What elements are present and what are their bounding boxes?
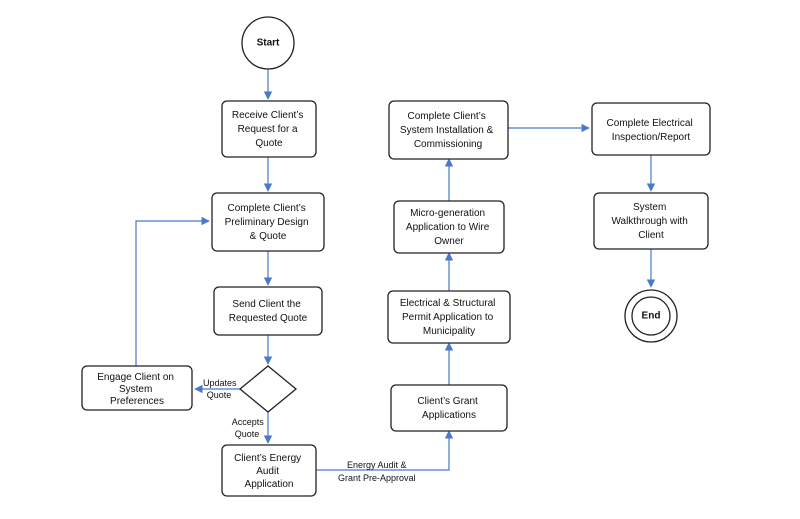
inspection-line-1: Complete Electrical xyxy=(607,118,693,129)
send-quote-line-2: Requested Quote xyxy=(229,313,308,324)
quote-decision-node xyxy=(238,365,298,413)
grant-applications-line-1: Client’s Grant xyxy=(417,396,478,407)
arrow-audit-to-grant xyxy=(316,430,454,471)
walkthrough-line-3: Client xyxy=(638,230,664,241)
walkthrough-line-1: System xyxy=(633,202,666,213)
permit-application-node: Electrical & Structural Permit Applicati… xyxy=(387,290,511,344)
updates-quote-line-1: Updates xyxy=(203,378,237,388)
svg-text:Engage Client on System: Engage Client on System Preferences xyxy=(97,372,177,407)
audit-preapproval-label: Energy Audit & Grant Pre-Approval xyxy=(338,460,416,483)
accepts-quote-line-1: Accepts xyxy=(232,417,265,427)
accepts-quote-line-2: Quote xyxy=(235,429,260,439)
microgeneration-node: Micro-generation Application to Wire Own… xyxy=(393,200,505,254)
svg-text:Receive Client’s Request: Receive Client’s Request for a Quote xyxy=(232,110,306,149)
arrow-engage-to-design xyxy=(135,216,210,366)
receive-request-line-3: Quote xyxy=(255,138,283,149)
permit-application-line-2: Permit Application to xyxy=(402,312,494,323)
end-node: End xyxy=(624,289,678,343)
end-label: End xyxy=(642,311,661,322)
start-node: Start xyxy=(241,16,295,70)
audit-preapproval-line-2: Grant Pre-Approval xyxy=(338,473,416,483)
svg-text:Client’s Energy Audit: Client’s Energy Audit Application xyxy=(234,453,304,490)
walkthrough-line-2: Walkthrough with xyxy=(611,216,687,227)
receive-request-line-2: Request for a xyxy=(238,124,298,135)
energy-audit-line-2: Audit xyxy=(256,466,279,477)
receive-request-node: Receive Client’s Request for a Quote xyxy=(221,100,317,158)
updates-quote-line-2: Quote xyxy=(207,390,232,400)
updates-quote-label: Updates Quote xyxy=(203,378,239,400)
svg-text:Electrical & Structural: Electrical & Structural Permit Applicati… xyxy=(400,298,498,337)
energy-audit-node: Client’s Energy Audit Application xyxy=(221,444,317,497)
svg-text:Client’s Grant Applicati: Client’s Grant Applications xyxy=(417,396,480,421)
preliminary-design-line-2: Preliminary Design xyxy=(225,217,309,228)
installation-line-1: Complete Client’s xyxy=(408,111,486,122)
grant-applications-node: Client’s Grant Applications xyxy=(390,384,508,432)
engage-client-line-2: System xyxy=(119,384,152,395)
microgeneration-line-2: Application to Wire xyxy=(406,222,490,233)
start-label: Start xyxy=(257,38,280,49)
svg-text:System Walkthrough with: System Walkthrough with Client xyxy=(611,202,690,241)
send-quote-node: Send Client the Requested Quote xyxy=(213,286,323,336)
connectors xyxy=(135,69,656,471)
svg-text:Complete Client’s Prelim: Complete Client’s Preliminary Design & Q… xyxy=(225,203,312,242)
audit-preapproval-line-1: Energy Audit & xyxy=(347,460,407,470)
accepts-quote-label: Accepts Quote xyxy=(232,417,267,439)
installation-node: Complete Client’s System Installation & … xyxy=(388,100,509,160)
preliminary-design-line-1: Complete Client’s xyxy=(228,203,306,214)
microgeneration-line-1: Micro-generation xyxy=(410,208,485,219)
walkthrough-node: System Walkthrough with Client xyxy=(593,192,709,250)
energy-audit-line-1: Client’s Energy xyxy=(234,453,301,464)
receive-request-line-1: Receive Client’s xyxy=(232,110,304,121)
inspection-line-2: Inspection/Report xyxy=(612,132,691,143)
grant-applications-line-2: Applications xyxy=(422,410,476,421)
inspection-node: Complete Electrical Inspection/Report xyxy=(591,102,711,156)
engage-client-node: Engage Client on System Preferences xyxy=(81,365,193,411)
energy-audit-line-3: Application xyxy=(245,479,294,490)
permit-application-line-3: Municipality xyxy=(423,326,475,337)
preliminary-design-line-3: & Quote xyxy=(250,231,287,242)
microgeneration-line-3: Owner xyxy=(434,236,464,247)
preliminary-design-node: Complete Client’s Preliminary Design & Q… xyxy=(211,192,325,252)
installation-line-3: Commissioning xyxy=(414,139,482,150)
installation-line-2: System Installation & xyxy=(400,125,494,136)
permit-application-line-1: Electrical & Structural xyxy=(400,298,496,309)
svg-text:Micro-generation Applica: Micro-generation Application to Wire Own… xyxy=(406,208,492,247)
svg-text:Send Client the Requeste: Send Client the Requested Quote xyxy=(229,299,308,324)
engage-client-line-3: Preferences xyxy=(110,396,164,407)
svg-text:Complete Electrical Insp: Complete Electrical Inspection/Report xyxy=(607,118,696,143)
engage-client-line-1: Engage Client on xyxy=(97,372,174,383)
send-quote-line-1: Send Client the xyxy=(232,299,301,310)
svg-text:Complete Client’s System: Complete Client’s System Installation & … xyxy=(400,111,496,150)
